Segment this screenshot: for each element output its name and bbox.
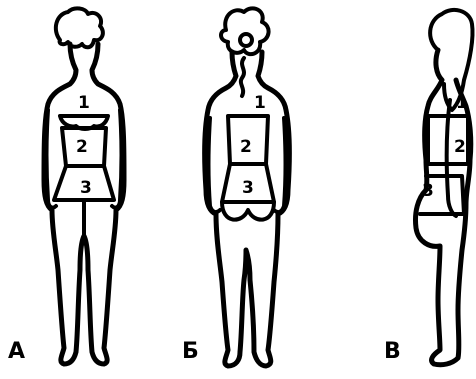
zone-label-1-front: 1 <box>78 93 90 113</box>
hair-bun <box>240 34 252 46</box>
zone-label-3-side: 3 <box>422 181 434 201</box>
zone-label-1-back: 1 <box>254 93 266 113</box>
buttocks-curve <box>222 202 274 220</box>
figure-side-view: 1 2 3 В <box>384 10 473 365</box>
hair-front <box>56 8 103 47</box>
zone-label-3-back: 3 <box>242 178 254 198</box>
view-label-back: Б <box>182 339 199 364</box>
zone-label-2-side: 2 <box>454 137 466 157</box>
zone-label-3-front: 3 <box>80 178 92 198</box>
left-arm-back <box>209 118 221 212</box>
zone-label-2-front: 2 <box>76 137 88 157</box>
zone-label-2-back: 2 <box>240 137 252 157</box>
figure-front-view: 1 2 3 А <box>8 8 124 364</box>
right-arm-back <box>274 118 286 212</box>
figure-back-view: 1 2 3 Б <box>182 8 289 366</box>
zone-label-1-side: 1 <box>456 93 468 113</box>
view-label-side: В <box>384 339 401 364</box>
hair-strand <box>241 58 244 96</box>
view-label-front: А <box>8 339 25 364</box>
